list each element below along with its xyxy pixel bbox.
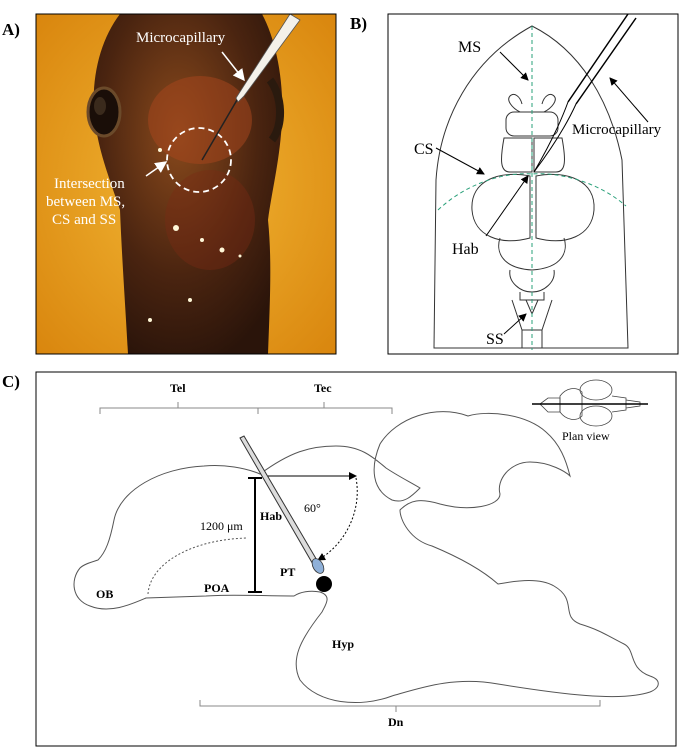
- olfactory-left: [508, 93, 523, 113]
- optic-tectum-right: [535, 173, 595, 242]
- microcapillary-a: [235, 14, 301, 103]
- microcapillary-b: [533, 101, 577, 173]
- label-microcapillary-a: Microcapillary: [136, 30, 226, 46]
- label-cs: CS: [414, 141, 434, 158]
- label-intersection-1: Intersection: [54, 176, 125, 192]
- label-ss: SS: [486, 331, 504, 348]
- panel-a-photo: [36, 14, 336, 354]
- label-plan-view: Plan view: [562, 429, 610, 443]
- label-pt: PT: [280, 565, 295, 579]
- bracket-dn: [199, 700, 601, 707]
- panel-b-frame: [387, 13, 679, 355]
- label-ms: MS: [458, 39, 481, 56]
- panel-c-letter: C): [2, 372, 20, 391]
- label-tel: Tel: [170, 381, 186, 395]
- bracket-tec: [258, 407, 393, 414]
- coronal-suture-cs: [437, 173, 627, 211]
- brain-sagittal-outline: [73, 411, 659, 704]
- label-hyp: Hyp: [332, 637, 354, 651]
- label-depth: 1200 μm: [200, 519, 243, 533]
- label-ob: OB: [96, 587, 113, 601]
- label-intersection-3: CS and SS: [52, 212, 116, 228]
- label-dn: Dn: [388, 715, 404, 729]
- label-hab-b: Hab: [452, 241, 479, 258]
- panel-a-letter: A): [2, 20, 20, 39]
- injection-site-circle: [166, 127, 232, 193]
- label-poa: POA: [204, 581, 230, 595]
- depth-arc: [147, 537, 247, 595]
- angle-arc: [317, 477, 358, 561]
- label-tec: Tec: [314, 381, 332, 395]
- bracket-tel: [99, 407, 259, 414]
- optic-tectum-left: [471, 173, 531, 242]
- injection-target-dot: [316, 576, 332, 592]
- label-microcapillary-b: Microcapillary: [572, 122, 662, 138]
- label-intersection-2: between MS,: [46, 194, 125, 210]
- label-angle: 60°: [304, 501, 321, 515]
- panel-c-frame: [35, 371, 677, 747]
- panel-b-letter: B): [350, 14, 367, 33]
- label-hab-c: Hab: [260, 509, 282, 523]
